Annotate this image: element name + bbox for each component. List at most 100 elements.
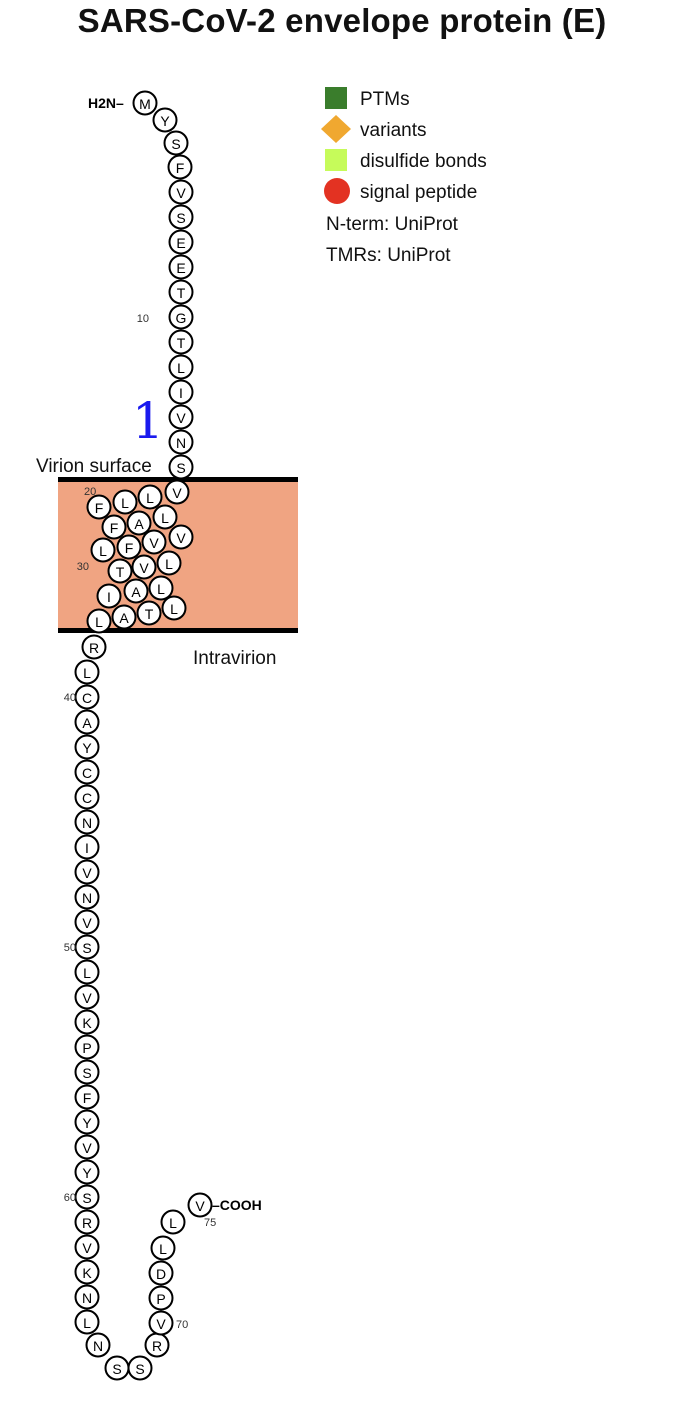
residue-letter: P [82,1040,91,1056]
residue-letter: P [156,1291,165,1307]
residue-letter: A [131,584,141,600]
residue-letter: V [176,185,186,201]
residue: V [164,479,190,505]
residue: V [187,1192,213,1218]
residue: R [81,634,107,660]
residue-letter: A [82,715,92,731]
residue-circle [141,529,167,555]
residue-circle [168,329,194,355]
residue: I [96,583,122,609]
residue-circle [74,784,100,810]
residue: C [74,784,100,810]
residue: S [168,204,194,230]
residue-letter: T [177,285,186,301]
residue-letter: S [82,1190,91,1206]
residue: T [107,558,133,584]
residue-circle [85,1332,111,1358]
residue: V [131,554,157,580]
residue-circle [86,608,112,634]
residue-circle [74,834,100,860]
residue-letter: R [89,640,99,656]
residue-letter: L [159,1241,167,1257]
n-terminus: H2N– [88,95,124,111]
variants-diamond-icon [321,115,351,143]
residue-circle [150,1235,176,1261]
residue-letter: E [176,235,185,251]
residue: P [74,1034,100,1060]
residue-circle [74,1259,100,1285]
residue-circle [168,429,194,455]
residue: R [74,1209,100,1235]
residue-letter: Y [160,113,170,129]
residue-letter: F [125,540,134,556]
residue-letter: L [83,1315,91,1331]
residue-circle [74,759,100,785]
residue-circle [111,604,137,630]
membrane-inner-line [58,628,298,633]
residue-circle [148,1285,174,1311]
residue: F [101,514,127,540]
residue-circle [126,510,152,536]
residue-letter: I [107,589,111,605]
residue-letter: N [176,435,186,451]
legend-label: PTMs [360,89,410,110]
residue-letter: S [82,1065,91,1081]
residue: L [156,550,182,576]
legend-label: variants [360,120,427,141]
residue-letter: K [82,1015,92,1031]
residue: Y [74,734,100,760]
residue: F [86,494,112,520]
residue-circle [123,578,149,604]
residue-circle [74,809,100,835]
residue-circle [74,859,100,885]
disulfide-bonds-swatch-icon [325,149,347,171]
residue: T [136,600,162,626]
residue: L [161,595,187,621]
residue: L [86,608,112,634]
residue: L [90,537,116,563]
residue: T [168,329,194,355]
residue-circle [168,454,194,480]
residue: L [74,659,100,685]
position-label: 50 [64,942,76,954]
residue-letter: C [82,690,92,706]
residue-letter: L [121,495,129,511]
residue: L [152,504,178,530]
residue-circle [168,279,194,305]
residue: M [132,90,158,116]
residue-circle [101,514,127,540]
position-label: 20 [84,486,96,498]
residue: F [116,534,142,560]
residue-circle [74,884,100,910]
residue: N [85,1332,111,1358]
residue-letter: S [112,1361,121,1377]
residue: V [74,984,100,1010]
residue-letter: F [176,160,185,176]
residue: S [74,934,100,960]
residue: V [74,1234,100,1260]
residue-circle [152,504,178,530]
residue-circle [74,1184,100,1210]
residue-circle [187,1192,213,1218]
residue-circle [86,494,112,520]
residue-letter: V [82,1140,92,1156]
residue-letter: V [82,915,92,931]
residue-circle [168,524,194,550]
residue-circle [168,304,194,330]
residue: V [168,179,194,205]
residue-circle [74,1159,100,1185]
residue: C [74,684,100,710]
residue-letter: V [149,535,159,551]
residue-letter: L [161,510,169,526]
residue-letter: V [82,990,92,1006]
residue-circle [136,600,162,626]
residue-circle [74,909,100,935]
residue: L [160,1209,186,1235]
residue-circle [148,1310,174,1336]
residue-letter: F [83,1090,92,1106]
residue: N [168,429,194,455]
residue-letter: N [82,815,92,831]
residue-letter: T [116,564,125,580]
residue-letter: L [99,543,107,559]
residue: P [148,1285,174,1311]
